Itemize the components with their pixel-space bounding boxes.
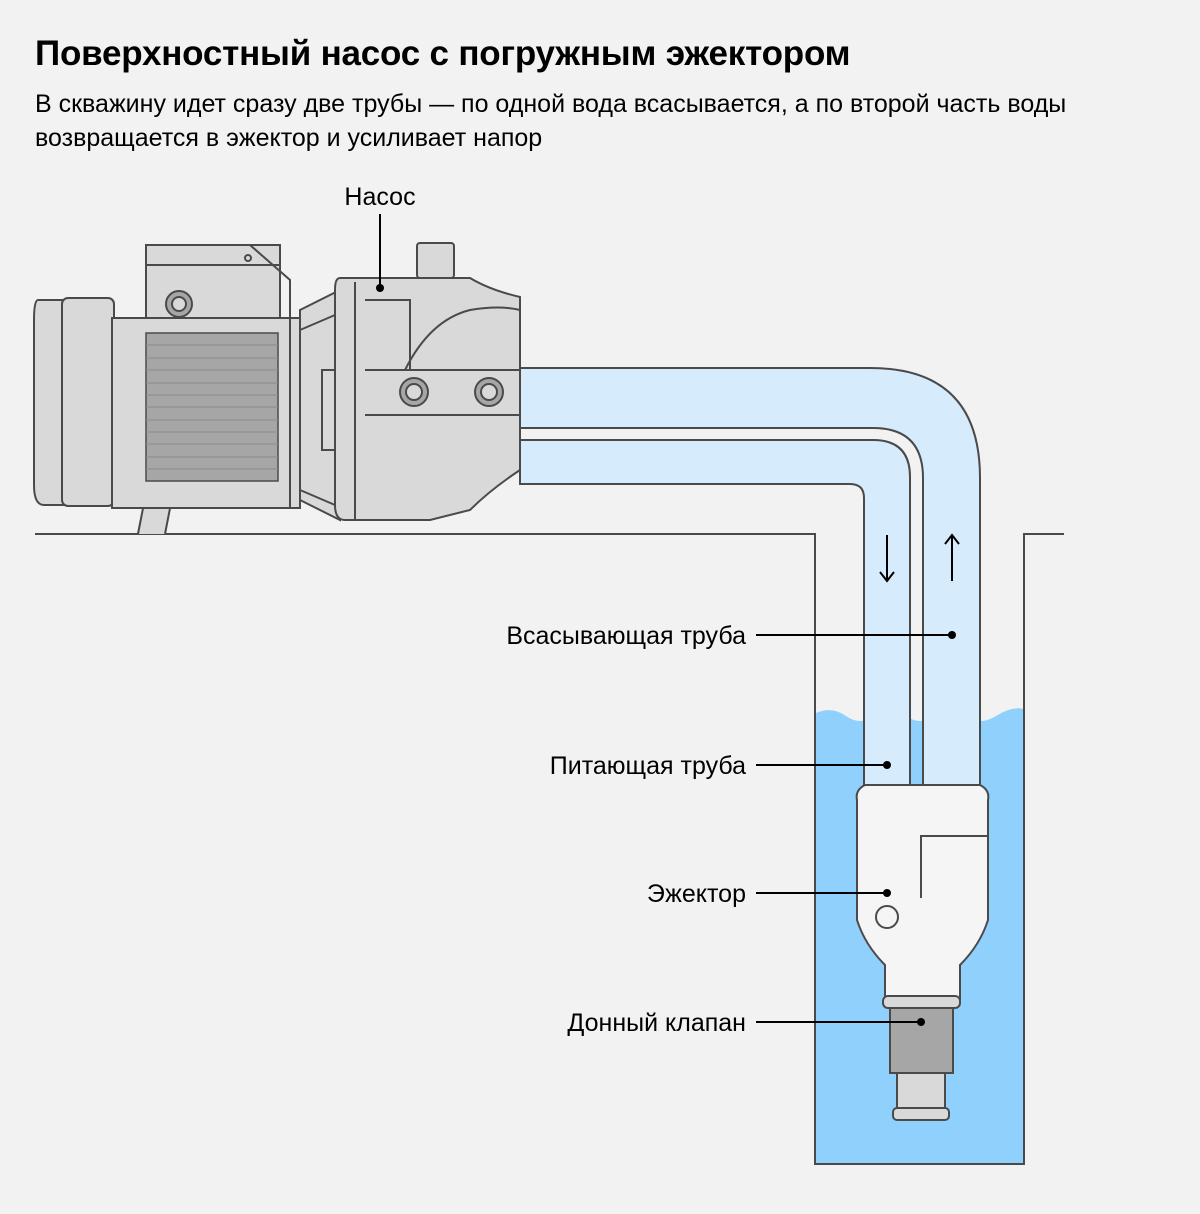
suction-pipe: [519, 367, 981, 791]
pipes: [519, 367, 981, 791]
label-feed-pipe: Питающая труба: [550, 752, 746, 780]
label-pump: Насос: [344, 183, 415, 211]
leaders: [379, 214, 952, 1023]
label-suction-pipe: Всасывающая труба: [506, 622, 746, 650]
arrow-down-icon: [879, 535, 895, 583]
label-foot-valve: Донный клапан: [567, 1009, 746, 1037]
arrow-up-icon: [944, 533, 960, 581]
page-subtitle: В скважину идет сразу две трубы — по одн…: [35, 90, 1067, 152]
leader-dots: [376, 284, 956, 1026]
page-title: Поверхностный насос с погружным эжекторо…: [35, 34, 851, 73]
ground-line: [35, 533, 1064, 1165]
label-ejector: Эжектор: [647, 880, 746, 908]
pump: [33, 242, 521, 535]
